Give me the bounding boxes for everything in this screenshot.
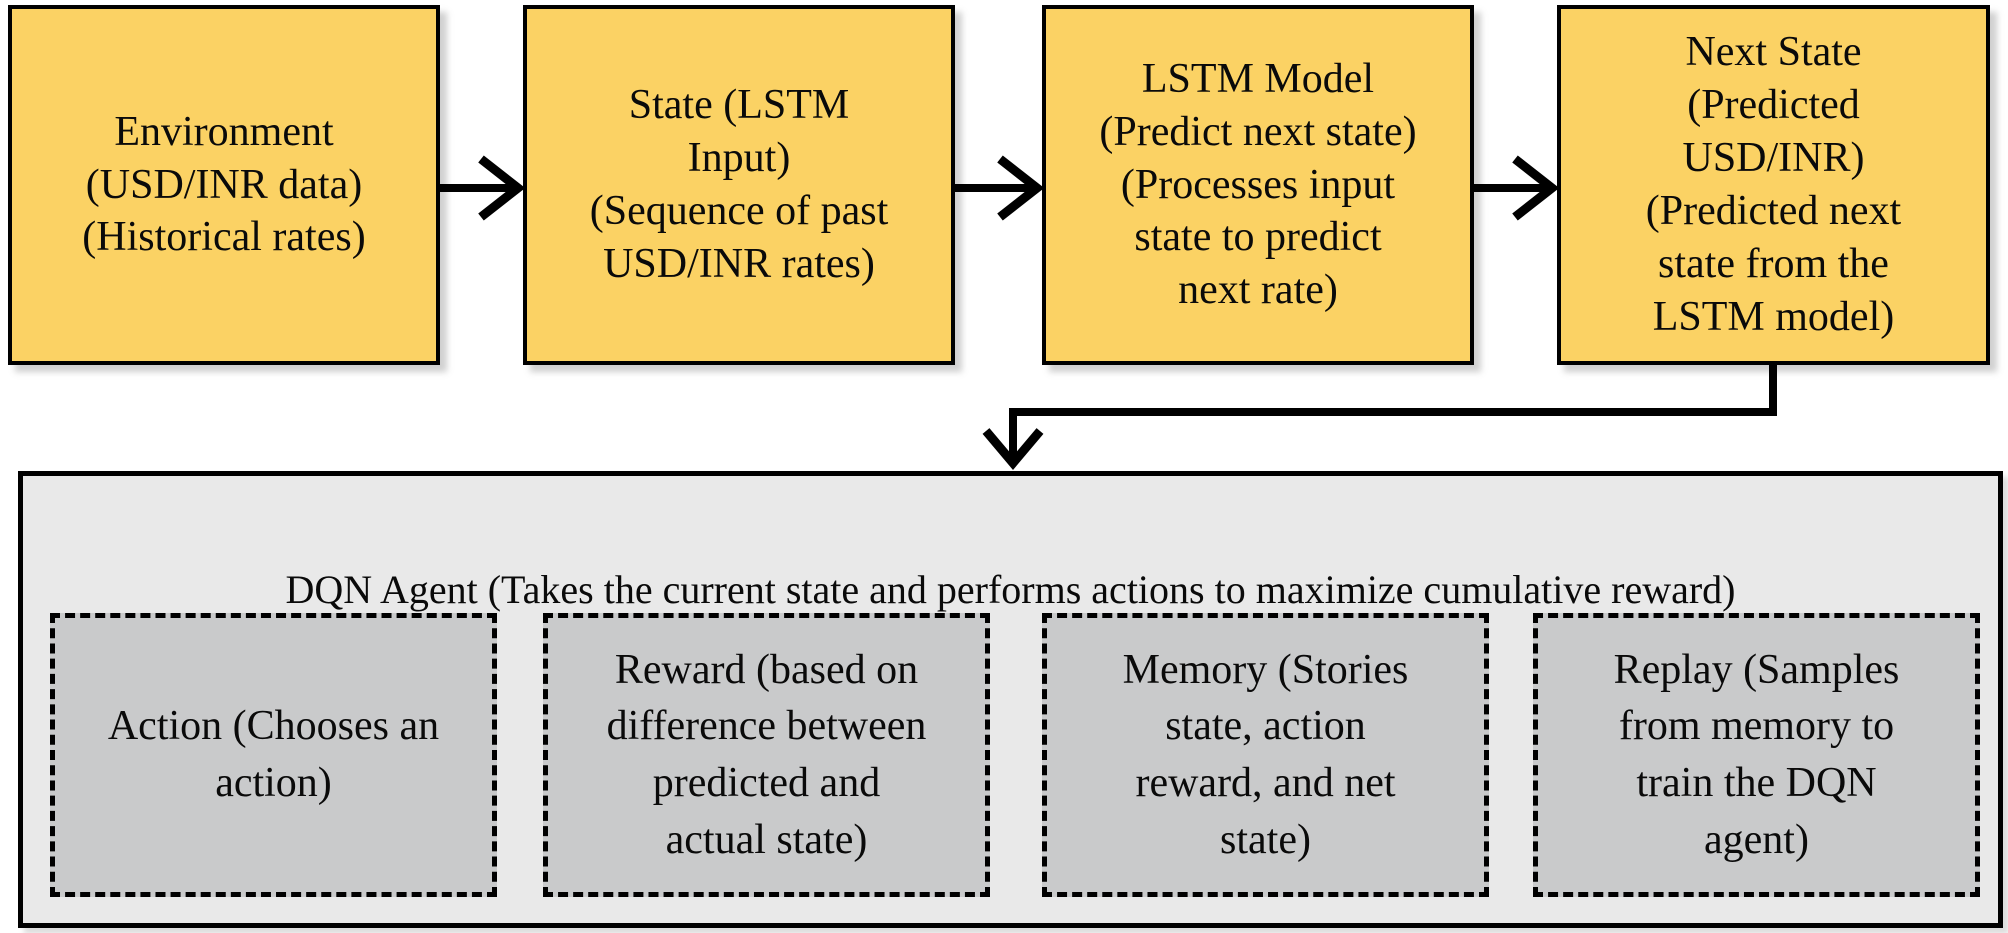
agent-box-line: Reward (based on [614, 646, 919, 693]
arrow-right-icon [440, 155, 526, 221]
flow-box-line: (Processes input [1120, 161, 1396, 208]
agent-box-line: train the DQN [1636, 760, 1877, 806]
flow-box-line: Environment [114, 108, 334, 155]
agent-box-memory: Memory (Stories state, action reward, an… [1042, 613, 1489, 897]
agent-box-reward: Reward (based on difference between pred… [543, 613, 990, 897]
agent-box-line: action) [215, 760, 332, 806]
arrow-right-icon [955, 155, 1045, 221]
agent-box-line: Action (Chooses an [107, 703, 440, 750]
flow-box-environment: Environment (USD/INR data) (Historical r… [8, 5, 440, 365]
dqn-agent-title: DQN Agent (Takes the current state and p… [285, 567, 1736, 612]
agent-box-line: reward, and net [1135, 760, 1396, 806]
agent-box-line: actual state) [665, 816, 868, 863]
flow-box-line: USD/INR) [1682, 135, 1865, 182]
flow-box-line: USD/INR rates) [603, 240, 875, 287]
agent-box-line: state, action [1165, 703, 1366, 750]
flow-box-line: LSTM model) [1652, 293, 1895, 340]
agent-box-line: Replay (Samples [1613, 646, 1900, 693]
flow-box-line: next rate) [1178, 267, 1338, 314]
flow-box-line: (Predicted [1687, 82, 1860, 129]
agent-box-line: difference between [606, 703, 927, 750]
flow-box-line: Next State [1685, 29, 1862, 76]
flow-box-next-state: Next State (Predicted USD/INR) (Predicte… [1557, 5, 1990, 365]
flow-box-line: state from the [1658, 240, 1889, 287]
dqn-agent-panel: DQN Agent (Takes the current state and p… [18, 471, 2003, 928]
flow-box-state: State (LSTM Input) (Sequence of past USD… [523, 5, 955, 365]
arrow-right-icon [1474, 155, 1560, 221]
agent-box-action: Action (Chooses an action) [50, 613, 497, 897]
agent-box-line: from memory to [1618, 703, 1895, 750]
flow-box-line: Input) [687, 135, 791, 182]
agent-box-replay: Replay (Samples from memory to train the… [1533, 613, 1980, 897]
agent-box-line: predicted and [652, 760, 881, 806]
agent-box-line: Memory (Stories [1122, 646, 1409, 693]
flow-box-line: (USD/INR data) [85, 161, 363, 208]
flow-box-line: (Predict next state) [1099, 108, 1417, 155]
agent-box-line: agent) [1704, 816, 1809, 863]
agent-box-line: state) [1220, 816, 1311, 863]
flow-box-line: (Predicted next [1645, 188, 1902, 234]
flow-box-lstm-model: LSTM Model (Predict next state) (Process… [1042, 5, 1474, 365]
elbow-arrow-down-icon [982, 363, 1777, 470]
flow-box-line: (Historical rates) [82, 214, 366, 261]
flow-box-line: State (LSTM [628, 82, 850, 129]
flow-box-line: state to predict [1134, 214, 1382, 261]
flow-box-line: (Sequence of past [589, 188, 889, 234]
flow-box-line: LSTM Model [1141, 55, 1375, 102]
